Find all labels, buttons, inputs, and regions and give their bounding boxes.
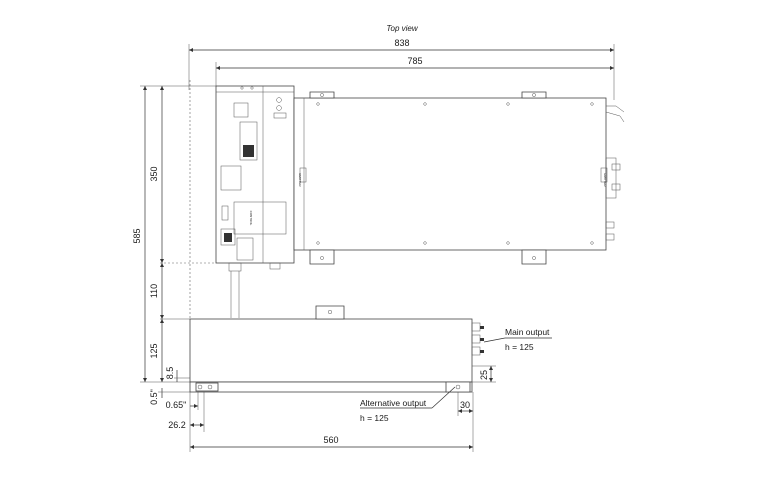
view-title: Top view	[386, 24, 419, 33]
dim-30-label: 30	[460, 400, 470, 410]
dim-26-2: 26.2	[168, 392, 205, 432]
serial-label: EMITTER	[603, 173, 607, 187]
dim-8-5: 8.5	[165, 367, 190, 382]
dim-110: 110	[149, 263, 165, 319]
dim-585: 585	[132, 86, 148, 382]
dim-0-5: 0.5"	[149, 388, 190, 405]
main-output-height: h = 125	[505, 342, 534, 352]
dim-0-5-label: 0.5"	[149, 389, 159, 405]
main-output-callout: Main output h = 125	[483, 327, 552, 352]
dim-26-2-label: 26.2	[168, 420, 186, 430]
dim-350: 350	[149, 86, 165, 263]
emitter-body-top: EMITTER EMITTER	[293, 91, 625, 265]
dim-785-label: 785	[407, 56, 422, 66]
control-unit-top: CONTROL	[215, 85, 295, 318]
dim-0-65: 0.65"	[166, 390, 199, 410]
side-view-body	[189, 305, 484, 393]
alt-output-label: Alternative output	[360, 398, 427, 408]
dim-110-label: 110	[149, 284, 159, 298]
alt-output-callout: Alternative output h = 125	[360, 386, 456, 423]
dim-838: 838	[188, 38, 615, 100]
dim-560-label: 560	[323, 435, 338, 445]
dim-585-label: 585	[132, 228, 142, 243]
control-label: CONTROL	[249, 211, 253, 226]
dim-8-5-label: 8.5	[165, 367, 175, 380]
dim-560: 560	[189, 392, 474, 452]
dim-125-label: 125	[149, 343, 159, 358]
dim-25: 25	[472, 365, 496, 383]
dim-785: 785	[215, 56, 614, 86]
dim-125: 125	[149, 319, 165, 382]
dim-30: 30	[457, 392, 473, 416]
dim-25-label: 25	[479, 370, 489, 380]
alt-output-height: h = 125	[360, 413, 389, 423]
dim-838-label: 838	[394, 38, 409, 48]
emitter-label: EMITTER	[298, 173, 302, 187]
main-output-label: Main output	[505, 327, 550, 337]
dim-0-65-label: 0.65"	[166, 400, 187, 410]
dim-350-label: 350	[149, 166, 159, 181]
